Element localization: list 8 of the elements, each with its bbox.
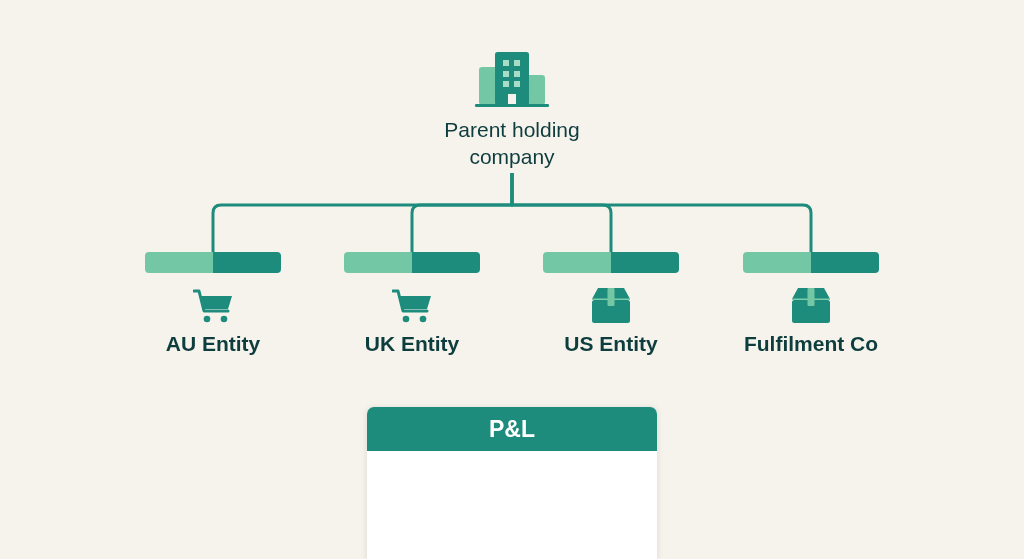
entity-label: Fulfilment Co xyxy=(743,331,879,357)
connector-line xyxy=(510,173,813,252)
entity-label: US Entity xyxy=(564,331,658,357)
panel-header: P&L xyxy=(367,407,657,451)
node-label: Parent holding company xyxy=(443,117,581,170)
panel-card xyxy=(367,407,657,559)
entity-label: AU Entity xyxy=(165,331,261,357)
entity-label: UK Entity xyxy=(364,331,460,357)
